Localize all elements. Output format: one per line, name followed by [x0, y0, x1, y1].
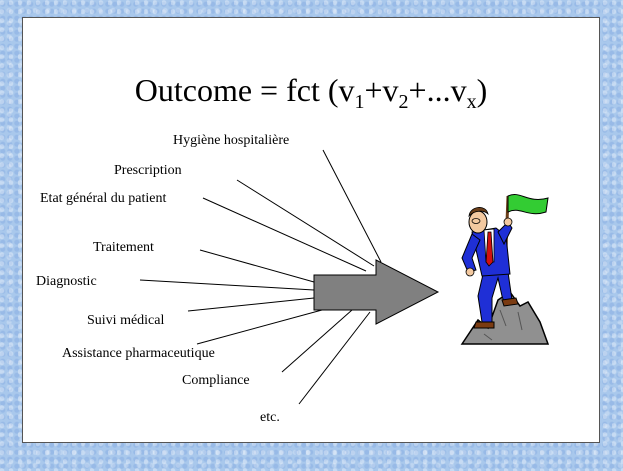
businessman-summit-icon	[460, 194, 550, 345]
factor-label: Diagnostic	[36, 274, 97, 289]
factor-label: Traitement	[93, 240, 154, 255]
line-assistance	[196, 309, 323, 345]
converging-lines	[139, 149, 382, 405]
line-compliance	[281, 309, 353, 373]
line-prescription	[236, 179, 375, 267]
factor-label: etc.	[260, 410, 280, 425]
line-etc	[298, 311, 371, 405]
line-etat	[202, 197, 367, 272]
factor-label: Suivi médical	[87, 313, 164, 328]
flag-icon	[507, 194, 549, 215]
factor-label: Prescription	[114, 163, 182, 178]
slide-title: Outcome = fct (v1+v2+...vx)	[134, 72, 488, 113]
arrow-shape	[313, 259, 440, 325]
line-traitement	[199, 249, 315, 283]
factor-label: Assistance pharmaceutique	[62, 346, 215, 361]
factor-label: Compliance	[182, 373, 250, 388]
factor-labels: Hygiène hospitalière Prescription Etat g…	[36, 133, 289, 425]
line-hygiene	[322, 149, 382, 263]
factor-label: Etat général du patient	[40, 191, 166, 206]
line-diagnostic	[139, 279, 315, 291]
factor-label: Hygiène hospitalière	[173, 133, 289, 148]
line-suivi	[187, 297, 315, 312]
